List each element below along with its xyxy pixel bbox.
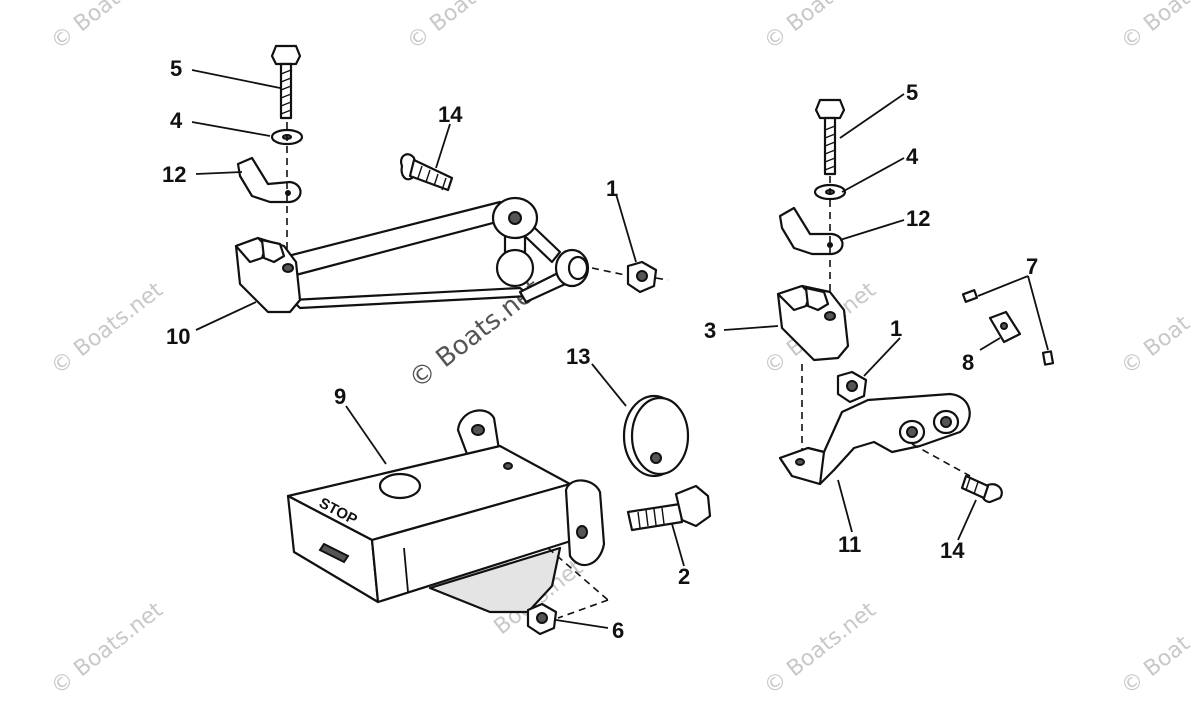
clevis-socket-part-3 [776, 284, 850, 362]
callout-13: 13 [566, 344, 590, 369]
nut-part-1-right [836, 370, 868, 404]
callout-12-left: 12 [162, 162, 186, 187]
callout-14-right: 14 [940, 538, 965, 563]
screw-part-14-top [400, 153, 454, 192]
bolt-part-5-left [270, 44, 302, 120]
throttle-arm-part-10 [234, 196, 590, 314]
nut-part-1-left [591, 260, 669, 294]
callout-4-right: 4 [906, 144, 919, 169]
callout-11: 11 [838, 532, 861, 557]
callout-3: 3 [704, 318, 716, 343]
bolt-part-5-right [814, 98, 846, 176]
disc-part-13 [622, 394, 690, 478]
callout-4-left: 4 [170, 108, 183, 133]
callout-7: 7 [1026, 254, 1038, 279]
set-screw-part-7 [961, 289, 1055, 366]
screw-part-14-right [960, 474, 1003, 504]
nut-part-6 [526, 602, 558, 636]
callout-9: 9 [334, 384, 346, 409]
callout-5-right: 5 [906, 80, 918, 105]
terminal-part-12-right [778, 206, 844, 256]
callout-10: 10 [166, 324, 190, 349]
callout-6: 6 [612, 618, 624, 643]
pin-part-8 [988, 310, 1022, 344]
leader-lines [191, 69, 1049, 629]
callout-1-right: 1 [890, 316, 902, 341]
callout-1-left: 1 [606, 176, 618, 201]
bracket-part-11 [778, 392, 971, 486]
callout-14-top: 14 [438, 102, 463, 127]
callout-8: 8 [962, 350, 974, 375]
callout-2: 2 [678, 564, 690, 589]
callout-numbers: 5 4 12 10 14 1 5 4 12 3 1 7 8 9 13 11 14… [162, 56, 1038, 643]
terminal-part-12-left [236, 156, 302, 204]
stop-bracket-part-9: STOP [286, 409, 606, 614]
callout-12-right: 12 [906, 206, 930, 231]
callout-5-left: 5 [170, 56, 182, 81]
bolt-part-2 [626, 484, 712, 532]
